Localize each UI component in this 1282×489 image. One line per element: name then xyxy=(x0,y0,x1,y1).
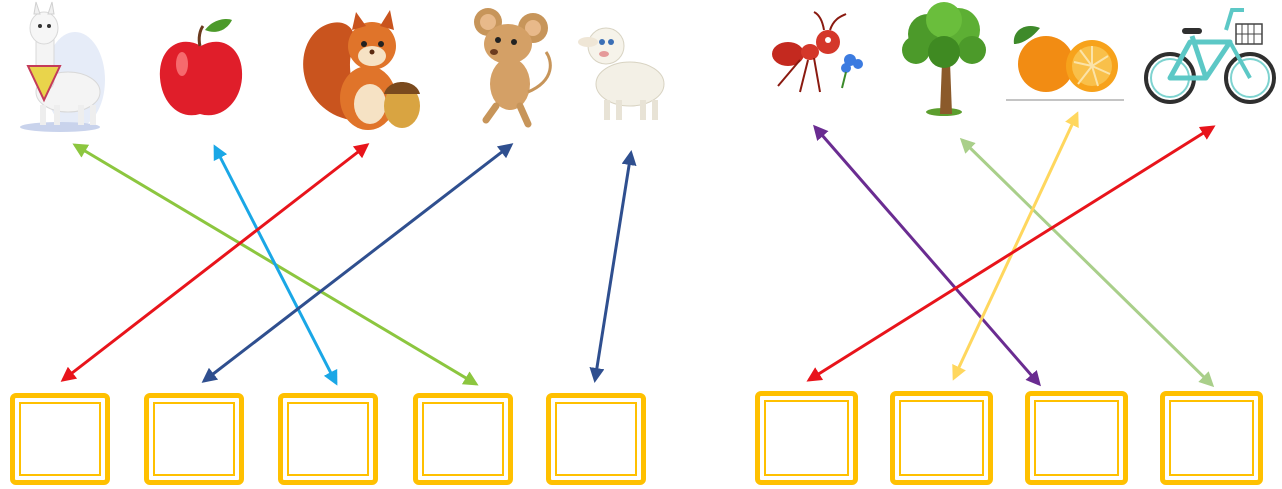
answer-box-7[interactable] xyxy=(890,391,993,485)
answer-box-8[interactable] xyxy=(1025,391,1128,485)
answer-box-9[interactable] xyxy=(1160,391,1263,485)
orange-picture xyxy=(1006,25,1124,101)
right-bicycle-arrow xyxy=(806,125,1216,382)
squirrel-picture xyxy=(303,10,420,130)
left-lamb-arrow xyxy=(589,150,637,383)
mouse-picture xyxy=(474,8,552,128)
answer-box-4[interactable] xyxy=(413,393,513,485)
ant-picture xyxy=(772,11,863,93)
left-squirrel-arrow xyxy=(60,143,370,382)
tree-picture xyxy=(902,2,986,116)
right-tree-arrow xyxy=(959,137,1215,388)
right-orange-arrow xyxy=(952,111,1079,381)
left-mouse-arrow xyxy=(201,143,514,383)
answer-box-3[interactable] xyxy=(278,393,378,485)
llama-picture xyxy=(20,1,105,132)
apple-picture xyxy=(159,19,243,116)
lamb-picture xyxy=(578,27,665,120)
answer-box-5[interactable] xyxy=(546,393,646,485)
answer-box-1[interactable] xyxy=(10,393,110,485)
answer-box-2[interactable] xyxy=(144,393,244,485)
answer-box-6[interactable] xyxy=(755,391,858,485)
bicycle-picture xyxy=(1144,8,1276,104)
